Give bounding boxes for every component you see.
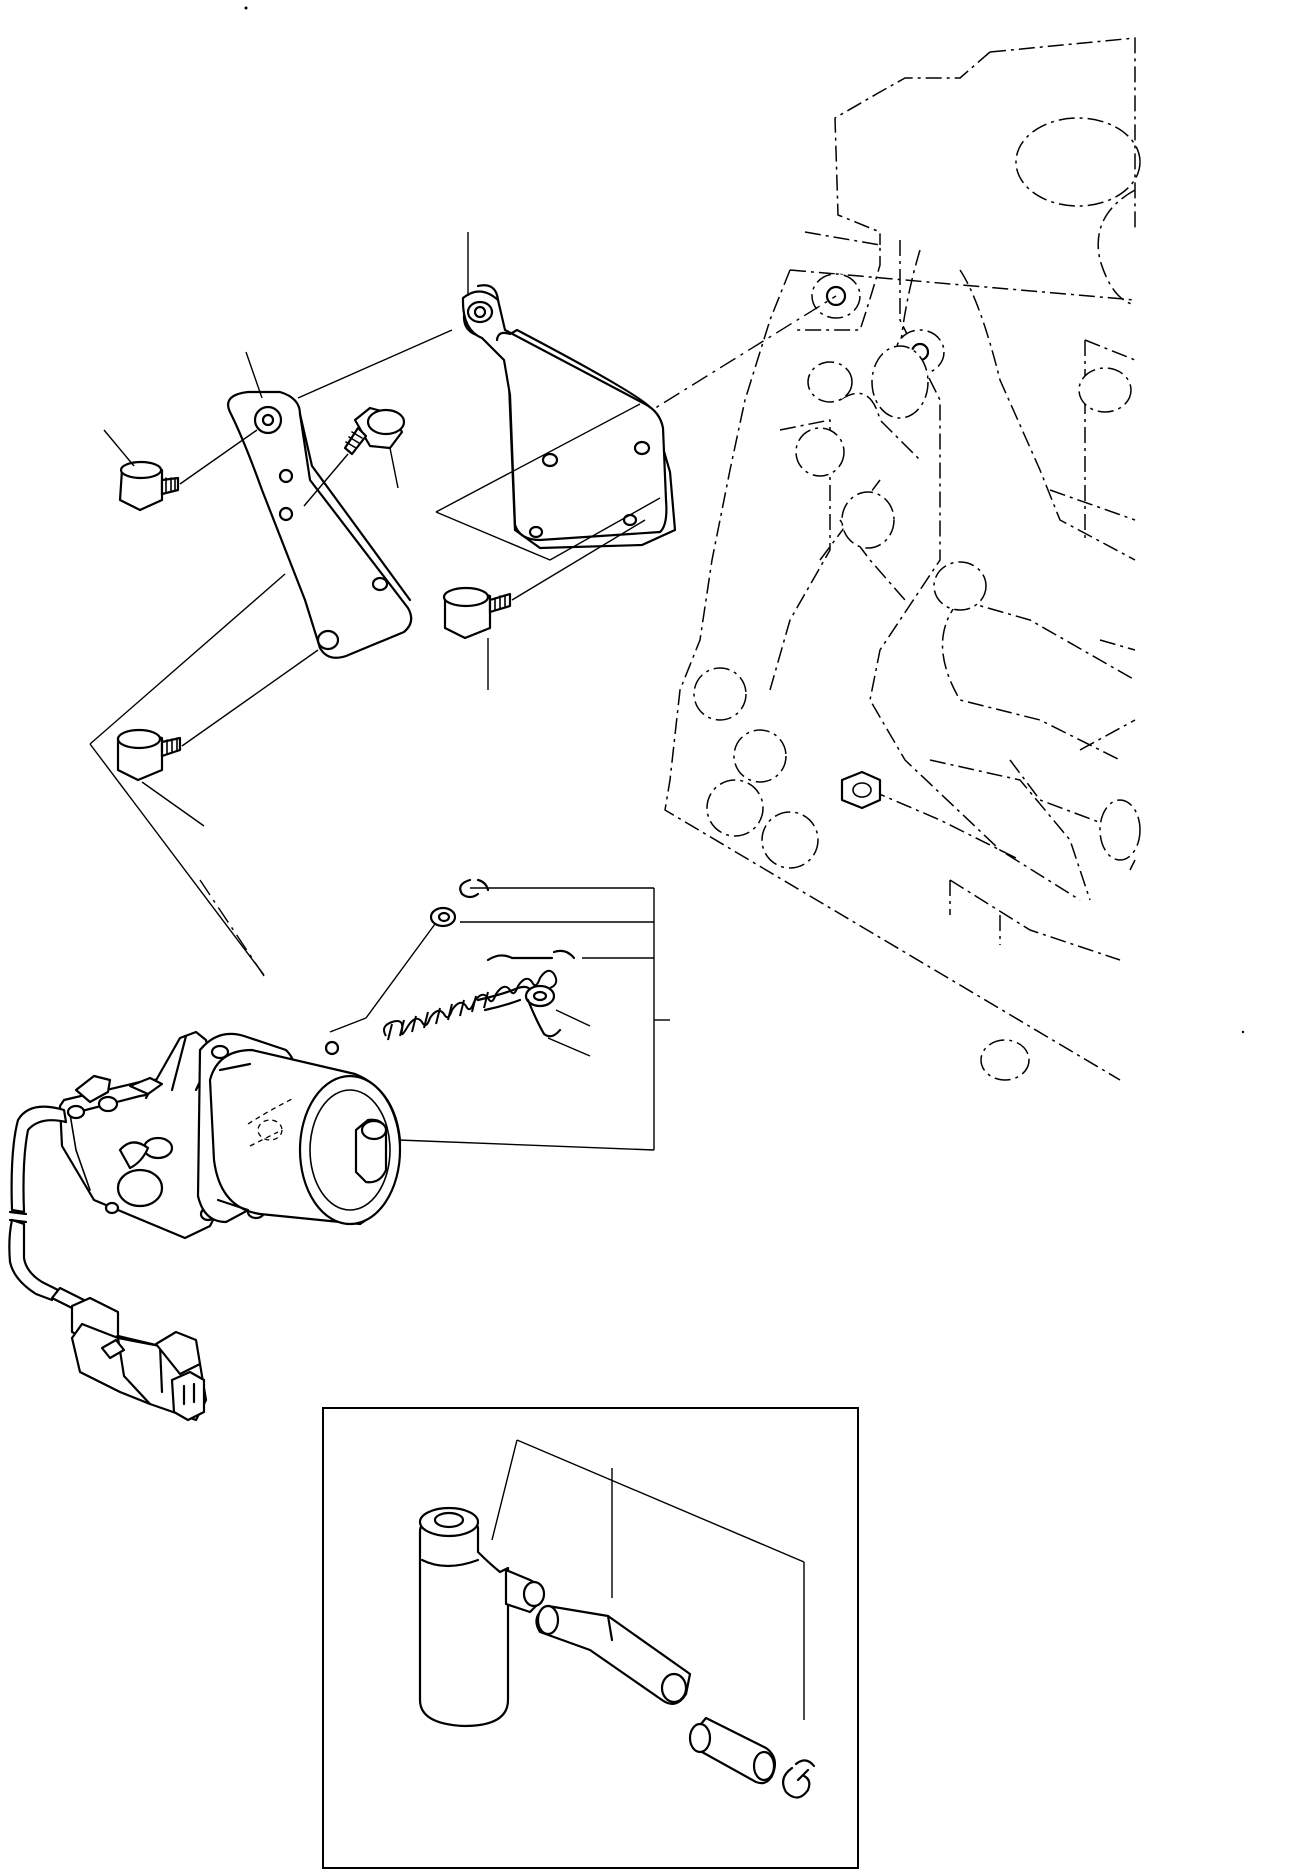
actuator-harness — [8, 1105, 68, 1302]
upper-bracket — [461, 284, 677, 550]
inset-frame — [322, 1407, 859, 1869]
scan-speck — [1241, 1030, 1245, 1034]
lower-bracket — [227, 390, 413, 659]
bracket-bolt — [116, 649, 319, 782]
clevis-pin — [476, 984, 556, 1012]
actuator-motor — [58, 1030, 402, 1240]
bracket-bolt — [442, 519, 646, 640]
washer — [429, 906, 457, 928]
harness-connector — [50, 1286, 208, 1422]
inset-hose — [535, 1604, 777, 1785]
inset-detail — [322, 1407, 859, 1869]
bracket-bolt — [303, 406, 406, 507]
snap-ring — [459, 878, 490, 899]
return-spring — [324, 949, 576, 1056]
scan-speck — [244, 6, 248, 10]
inset-hose-clamp — [781, 1759, 816, 1799]
bracket-bolt — [118, 429, 258, 512]
inset-fitting — [418, 1506, 546, 1728]
engine-block — [664, 37, 1141, 1081]
leader-lines — [89, 232, 670, 1151]
